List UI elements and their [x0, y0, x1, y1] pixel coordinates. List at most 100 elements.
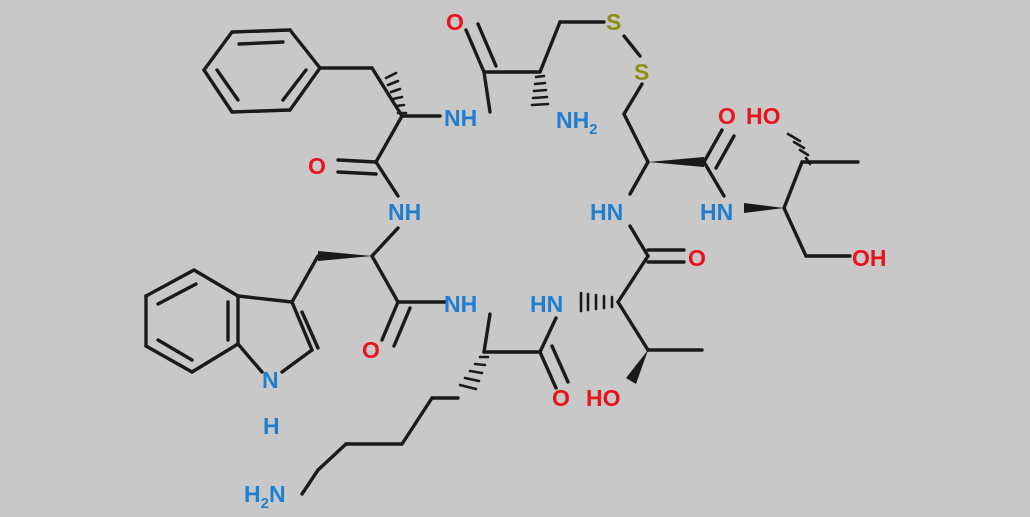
bond: [192, 268, 240, 298]
atom-label-ho: HO: [746, 103, 781, 129]
atom-label-nh2: NH2: [556, 107, 598, 138]
bond: [616, 254, 650, 304]
bond: [336, 158, 378, 164]
bond: [702, 128, 724, 164]
hash-bond: [386, 79, 400, 87]
bond: [236, 294, 294, 304]
bond: [538, 316, 558, 354]
hash-bond: [532, 88, 548, 93]
bond: [622, 112, 650, 164]
hash-bond: [530, 102, 550, 107]
atom-label-o: O: [718, 103, 736, 129]
hash-bond: [473, 362, 487, 367]
atom-label-o: O: [552, 385, 570, 411]
atom-label-o: O: [362, 337, 380, 363]
atom-label-nh: NH: [444, 105, 477, 131]
bond: [281, 68, 308, 102]
bond: [300, 468, 320, 496]
stereo-bonds: [318, 71, 812, 391]
hash-bond: [531, 95, 549, 100]
hash-bond: [786, 132, 802, 143]
bond: [392, 306, 412, 348]
atom-label-h: H: [263, 413, 280, 439]
bonds: [144, 20, 860, 496]
bond: [476, 22, 498, 68]
bond: [464, 28, 486, 74]
atom-label-nh: NH: [388, 199, 421, 225]
bond: [702, 160, 726, 198]
atom-label-ho: HO: [586, 385, 621, 411]
atom-label-s: S: [606, 9, 621, 35]
hash-bond: [391, 95, 404, 101]
hash-bond: [394, 103, 406, 108]
bond: [336, 170, 378, 176]
bond: [628, 224, 650, 258]
bond: [144, 344, 194, 374]
hash-bond: [798, 148, 810, 157]
bond: [370, 226, 400, 258]
hash-bond: [804, 156, 812, 166]
bond: [616, 300, 650, 352]
bond: [316, 442, 348, 472]
wedge-bond: [744, 203, 784, 213]
bond: [400, 396, 434, 446]
atom-label-h2n: H2N: [244, 481, 286, 512]
bond: [782, 206, 808, 258]
wedge-bond: [318, 251, 372, 261]
bond: [230, 108, 292, 114]
atom-labels: O S S NH NH2 O HO O NH HN HN O OH NH HN …: [244, 9, 887, 512]
hash-bond: [384, 71, 398, 80]
bond: [714, 134, 736, 170]
bond: [782, 160, 804, 210]
wedge-bond: [648, 157, 704, 167]
bond: [290, 254, 320, 304]
bond: [550, 344, 570, 384]
atom-label-o: O: [308, 153, 326, 179]
bond: [144, 268, 196, 298]
bond: [156, 282, 198, 306]
bond: [380, 300, 400, 342]
bond: [374, 160, 400, 198]
bond: [482, 70, 492, 114]
atom-label-hn: HN: [590, 199, 623, 225]
bond: [300, 310, 320, 350]
hash-bond: [458, 383, 478, 391]
bond: [202, 30, 234, 72]
hash-bond: [792, 140, 806, 150]
bond: [202, 68, 234, 114]
bond: [280, 348, 314, 374]
hash-bond: [533, 81, 547, 86]
bond: [156, 338, 194, 362]
hash-bond: [468, 369, 484, 375]
hash-bond: [463, 376, 481, 383]
bond: [190, 342, 240, 374]
bond: [538, 350, 558, 390]
hash-bond: [534, 74, 546, 79]
atom-label-nh: NH: [444, 291, 477, 317]
bond: [622, 34, 642, 58]
wedge-bond: [626, 350, 648, 384]
bond: [288, 28, 322, 70]
atom-label-hn: HN: [530, 291, 563, 317]
bond: [215, 68, 240, 102]
atom-label-oh: OH: [852, 245, 887, 271]
bond: [538, 20, 562, 74]
atom-label-hn: HN: [700, 199, 733, 225]
bond: [374, 114, 404, 164]
atom-label-o: O: [446, 9, 464, 35]
bond: [482, 312, 492, 354]
bond: [290, 300, 314, 352]
bond: [370, 254, 400, 304]
bond: [288, 66, 322, 112]
bond: [230, 28, 292, 34]
bond: [236, 342, 264, 374]
bond: [370, 66, 404, 118]
atom-label-n: N: [262, 367, 279, 393]
hash-bond: [389, 87, 402, 94]
atom-label-s: S: [634, 59, 649, 85]
bond: [628, 160, 650, 196]
atom-label-o: O: [688, 245, 706, 271]
bond: [622, 82, 644, 116]
